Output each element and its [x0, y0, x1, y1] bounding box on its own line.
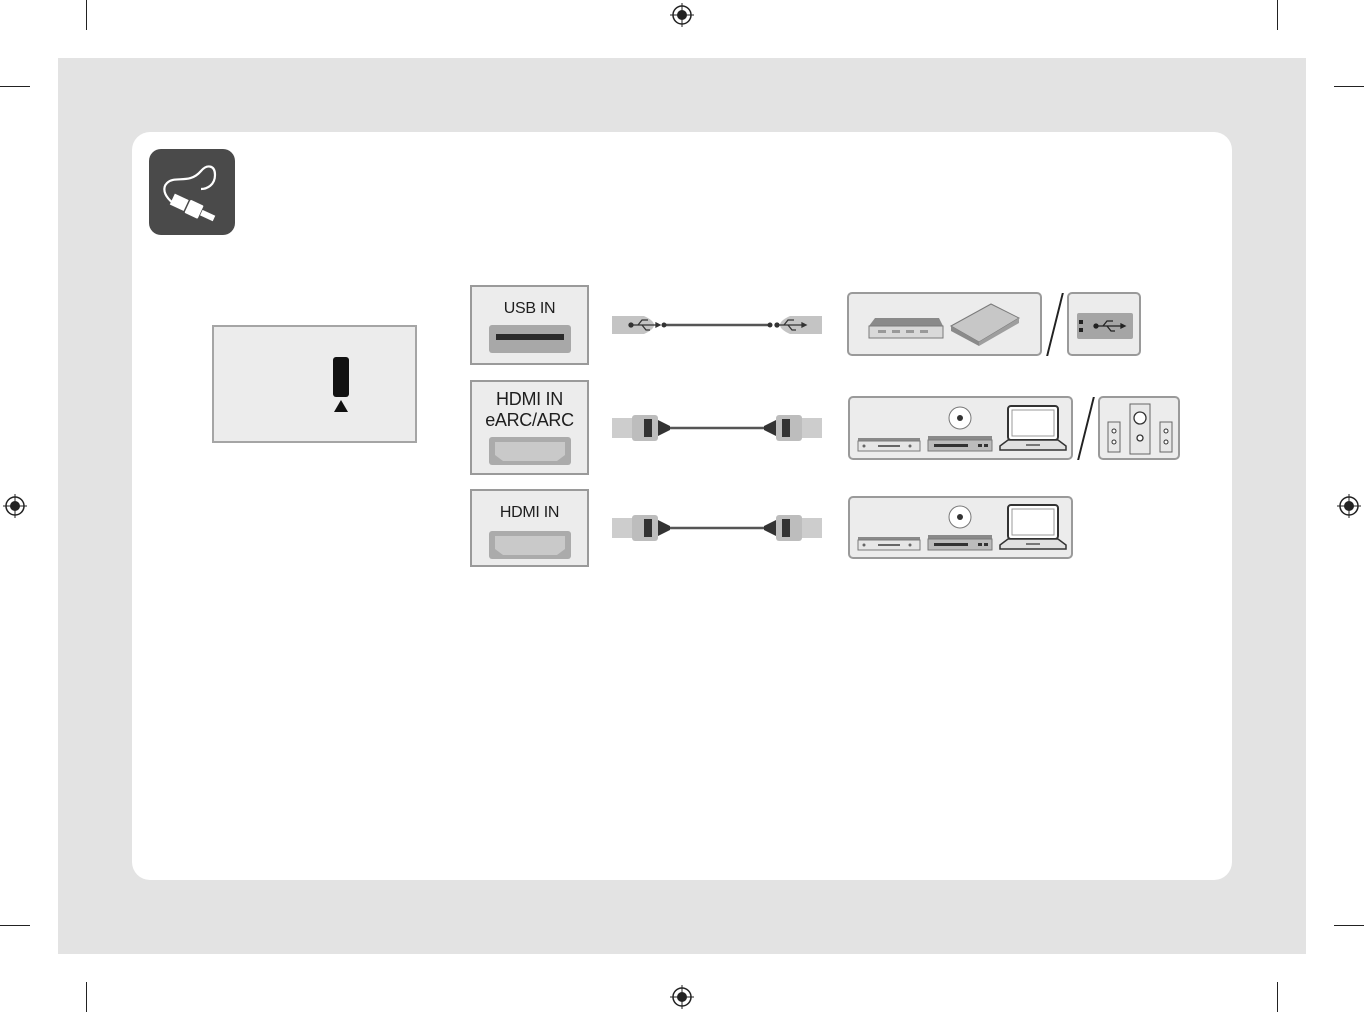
device-usb-stick: [1067, 292, 1141, 356]
cable-plug-icon: [149, 149, 235, 235]
hdmi-port-icon: [489, 437, 571, 465]
hdmi-port-icon: [489, 531, 571, 559]
device-speakers: [1098, 396, 1180, 460]
laptop-icon: [1000, 406, 1066, 452]
registration-mark-icon: [670, 985, 694, 1009]
settop-box-icon: [858, 537, 920, 551]
usb-port-icon: [489, 325, 571, 353]
settop-box-icon: [858, 438, 920, 452]
port-label: HDMI IN: [472, 389, 587, 410]
port-slot: [333, 357, 349, 397]
port-hdmi-earc: HDMI IN eARC/ARC: [470, 380, 589, 475]
usb-stick-icon: [1077, 313, 1133, 339]
port-usb-in: USB IN: [470, 285, 589, 365]
laptop-icon: [1000, 505, 1066, 551]
port-label: USB IN: [472, 300, 587, 318]
hdmi-cable: [612, 514, 822, 542]
port-label: eARC/ARC: [472, 410, 587, 431]
device-players-laptop: [848, 496, 1073, 559]
usb-hub-icon: [869, 318, 943, 338]
usb-cable: [612, 312, 822, 340]
port-label: HDMI IN: [472, 504, 587, 522]
device-players-laptop: [848, 396, 1073, 460]
speaker-icon: [1106, 404, 1174, 454]
tv-back-panel: [212, 325, 417, 443]
external-hdd-icon: [951, 304, 1021, 346]
disc-player-icon: [928, 406, 992, 452]
registration-mark-icon: [3, 494, 27, 518]
registration-mark-icon: [1337, 494, 1361, 518]
hdmi-cable: [612, 414, 822, 442]
disc-player-icon: [928, 505, 992, 551]
device-usb-hub-hdd: [847, 292, 1042, 356]
port-hdmi-in: HDMI IN: [470, 489, 589, 567]
registration-mark-icon: [670, 3, 694, 27]
